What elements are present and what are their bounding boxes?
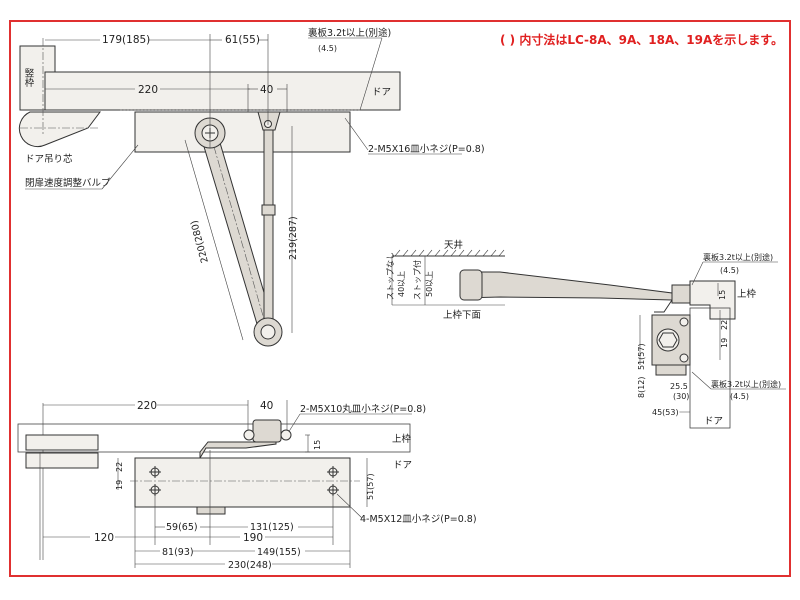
front-dim-15: 15 xyxy=(313,440,322,450)
side-dim-25-sub: (30) xyxy=(673,392,689,401)
side-dim-25: 25.5 xyxy=(670,382,688,391)
side-dim-51: 51(57) xyxy=(637,343,646,370)
top-frame xyxy=(17,423,411,453)
no-stop-label: ストップなし xyxy=(386,252,395,300)
front-body xyxy=(134,457,351,508)
side-backplate-label-2: 裏板3.2t以上(別途) xyxy=(711,379,781,389)
front-bracket xyxy=(252,419,282,443)
forearm-rod xyxy=(263,124,274,331)
stop-value: 50以上 xyxy=(425,271,434,297)
dim-rod: 219(287) xyxy=(288,216,299,260)
dimension-note: ( ) 内寸法はLC-8A、9A、18A、19Aを示します。 xyxy=(500,32,783,47)
front-dim-51: 51(57) xyxy=(366,473,375,500)
frame-label: 竪枠 xyxy=(23,68,35,88)
dim-40: 40 xyxy=(260,84,273,96)
side-door-label: ドア xyxy=(704,416,723,427)
closer-body xyxy=(134,111,351,153)
front-dim-40: 40 xyxy=(260,400,273,412)
ceiling-label: 天井 xyxy=(444,239,463,251)
drawing-border xyxy=(9,20,791,577)
no-stop-value: 40以上 xyxy=(397,271,406,297)
dim-179: 179(185) xyxy=(102,34,150,46)
side-frame xyxy=(689,280,736,320)
door-pivot xyxy=(18,111,101,148)
backplate-label: 裏板3.2t以上(別途) xyxy=(308,27,391,39)
front-screw-top-label: 2-M5X10丸皿小ネジ(P=0.8) xyxy=(300,403,426,415)
front-dim-22: 22 xyxy=(115,462,124,472)
pivot-label: ドア吊り芯 xyxy=(25,153,73,165)
side-backplate-label-1: 裏板3.2t以上(別途) xyxy=(703,252,773,262)
front-dim-81: 81(93) xyxy=(162,547,194,558)
backplate-sub: (4.5) xyxy=(318,44,337,53)
front-dim-149: 149(155) xyxy=(257,547,301,558)
top-view: 竪枠 ドア 179(185) 61(55) 220 40 220(280) xyxy=(18,27,485,347)
front-dim-230: 230(248) xyxy=(228,560,272,571)
side-dim-8: 8(12) xyxy=(637,376,646,398)
front-view: 220 40 2-M5X10丸皿小ネジ(P=0.8) 上枠 ドア 15 22 1… xyxy=(17,400,477,571)
front-door-label: ドア xyxy=(393,460,412,471)
front-dim-120: 120 xyxy=(94,532,114,544)
front-frame-label: 上枠 xyxy=(392,433,412,445)
side-frame-label: 上枠 xyxy=(737,288,757,300)
front-arm xyxy=(199,441,277,460)
side-backplate-sub-1: (4.5) xyxy=(720,266,739,275)
dim-arm: 220(280) xyxy=(189,219,211,264)
door-panel xyxy=(44,71,401,111)
side-arm xyxy=(461,271,673,301)
frame-bottom-label: 上枠下面 xyxy=(443,309,481,321)
side-dim-19: 19 xyxy=(720,338,729,348)
side-dim-45: 45(53) xyxy=(652,408,679,417)
mounting-holes xyxy=(149,466,339,496)
screw-label: 2-M5X16皿小ネジ(P=0.8) xyxy=(368,144,485,155)
valve-label: 閉扉速度調整バルブ xyxy=(25,177,111,189)
dim-61: 61(55) xyxy=(225,34,260,46)
stop-label: ストップ付 xyxy=(412,260,422,300)
front-dim-220: 220 xyxy=(137,400,157,412)
dim-220: 220 xyxy=(138,84,158,96)
side-dim-15: 15 xyxy=(718,290,727,300)
side-view: 天井 ストップなし 40以上 ストップ付 50以上 上枠下面 上枠 15 22 … xyxy=(386,239,786,429)
front-screw-body-label: 4-M5X12皿小ネジ(P=0.8) xyxy=(360,514,477,525)
door-label: ドア xyxy=(372,87,391,98)
front-dim-190: 190 xyxy=(243,532,263,544)
front-dim-59: 59(65) xyxy=(166,522,198,533)
side-dim-22: 22 xyxy=(720,320,729,330)
side-backplate-sub-2: (4.5) xyxy=(730,392,749,401)
front-dim-131: 131(125) xyxy=(250,522,294,533)
front-dim-19: 19 xyxy=(115,480,124,490)
